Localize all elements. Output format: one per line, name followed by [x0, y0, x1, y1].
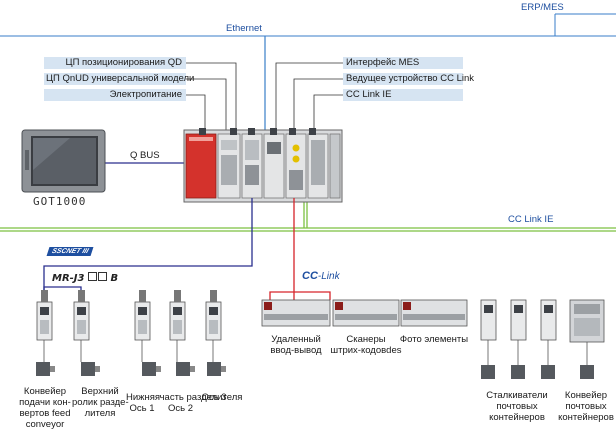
servo-label-4-line-1: часть разделителя — [159, 392, 243, 403]
cc-label-pushers-line-1: Сталкиватели — [486, 390, 548, 401]
q-bus-label: Q BUS — [130, 150, 160, 161]
servo-amp-4 — [169, 301, 186, 341]
cc-label-pushers-line-3: контейнеров — [489, 412, 545, 423]
leader-qd — [186, 62, 237, 133]
servo-amp-5 — [205, 301, 222, 341]
barcode-scanner-module — [332, 299, 400, 327]
leader-qnud — [186, 78, 227, 133]
cc-label-conveyor-line-1: Конвейер — [564, 390, 608, 401]
pusher-amp-2 — [510, 299, 527, 379]
hmi-model-label: GOT1000 — [33, 195, 87, 208]
pusher-amp-1 — [480, 299, 497, 379]
sscnet-drop — [43, 198, 253, 290]
servo-motor-1 — [36, 340, 55, 376]
sscnet-badge: SSCNET III — [46, 247, 94, 256]
servo-label-5-line-2: Ось 3 — [201, 392, 227, 403]
plc-rack — [183, 128, 343, 203]
callout-mes-label: Интерфейс MES — [346, 57, 420, 68]
servo-motor-5 — [207, 340, 226, 376]
callout-power-label: Электропитание — [109, 89, 182, 100]
callout-qnud-label: ЦП QnUD универсальной модели — [46, 73, 195, 84]
cc-link-logo: CC-Link — [302, 270, 340, 282]
servo-label-2-line-3: лителя — [84, 408, 116, 419]
conveyor-inverter — [569, 299, 605, 379]
cc-label-scanners-line-2: штрих-кодовdеs — [330, 345, 402, 356]
servo-label-1-line-3: вертов feed — [19, 408, 71, 419]
servo-motor-3 — [141, 340, 161, 376]
cc-label-remote-io-line-2: ввод-вывод — [270, 345, 322, 356]
leader-mes — [275, 62, 343, 133]
remote-io-module — [261, 299, 331, 327]
cc-label-photo: Фото элементы — [398, 334, 470, 345]
callout-box-power — [44, 89, 186, 101]
cc-link-logo-main: CC — [302, 270, 318, 282]
leader-cc-ie — [313, 94, 343, 133]
cc-label-remote-io-line-1: Удаленный — [271, 334, 321, 345]
callout-qd-label: ЦП позиционирования QD — [65, 57, 182, 68]
callout-cc-ie-label: CC Link IE — [346, 89, 392, 100]
servo-label-5: Ось 3 — [196, 392, 232, 403]
servo-series-suffix: B — [110, 273, 119, 284]
servo-bus — [43, 286, 82, 290]
cc-label-photo-line-1: Фото элементы — [399, 334, 469, 345]
servo-label-3: Нижняя Ось 1 — [126, 392, 161, 414]
servo-label-2-line-2: ролик разде- — [72, 397, 129, 408]
cc-label-conveyor: Конвейер почтовых контейнеров — [556, 390, 616, 423]
servo-label-4: часть разделителя Ось 2 — [158, 392, 244, 414]
ethernet-label: Ethernet — [226, 23, 262, 34]
callout-box-mes — [343, 57, 463, 69]
servo-amp-2 — [73, 301, 90, 341]
callout-box-cc-master — [343, 73, 463, 85]
servo-label-2-line-1: Верхний — [81, 386, 119, 397]
servo-amp-1 — [36, 301, 53, 341]
cc-label-remote-io: Удаленный ввод-вывод — [264, 334, 328, 356]
servo-motor-2 — [80, 340, 100, 376]
cc-label-conveyor-line-3: контейнеров — [558, 412, 614, 423]
servo-series-name: MR-J3 — [52, 273, 85, 284]
cc-label-scanners-line-1: Сканеры — [346, 334, 386, 345]
servo-label-1-line-2: подачи кон- — [19, 397, 71, 408]
callout-cc-master-label: Ведущее устройство CC Link — [346, 73, 474, 84]
callout-box-qnud — [44, 73, 186, 85]
cc-link-logo-suffix: -Link — [317, 271, 340, 282]
cc-label-scanners: Сканеры штрих-кодовdеs — [328, 334, 404, 356]
cc-label-pushers-line-2: почтовых — [496, 401, 538, 412]
servo-label-2: Верхний ролик разде- лителя — [72, 386, 129, 419]
servo-amp-3 — [134, 301, 151, 341]
cc-link-ie-network-label: CC Link IE — [508, 214, 554, 225]
cc-label-pushers: Сталкиватели почтовых контейнеров — [478, 390, 556, 423]
pusher-amp-3 — [540, 299, 557, 379]
servo-series-label: MR-J3 B — [52, 272, 118, 284]
servo-label-1-line-1: Конвейер — [23, 386, 67, 397]
servo-label-3-line-1: Нижняя — [126, 392, 161, 403]
callout-box-cc-ie — [343, 89, 463, 101]
servo-label-4-line-2: Ось 2 — [168, 403, 194, 414]
servo-label-1-line-4: conveyor — [25, 419, 65, 430]
photo-element-module — [400, 299, 468, 327]
servo-label-1: Конвейер подачи кон- вертов feed conveyo… — [16, 386, 74, 430]
leader-cc-master — [293, 78, 343, 133]
hmi-panel — [21, 129, 106, 193]
servo-label-3-line-2: Ось 1 — [129, 403, 155, 414]
cc-link-bus — [269, 291, 331, 300]
callout-box-qd — [44, 57, 186, 69]
cc-label-conveyor-line-2: почтовых — [565, 401, 607, 412]
leader-power — [186, 94, 206, 133]
servo-motor-4 — [176, 340, 195, 376]
erp-mes-label: ERP/MES — [521, 2, 564, 13]
